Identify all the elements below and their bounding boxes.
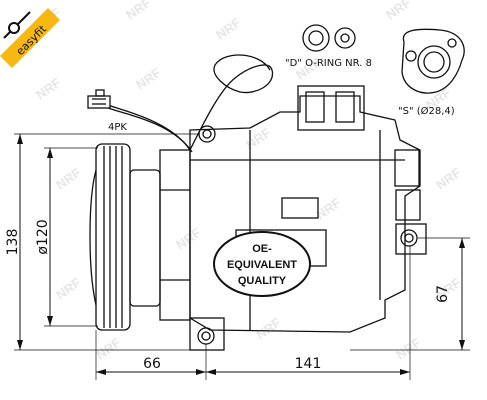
wrench-icon: [3, 11, 31, 39]
dim-pulley-offset-label: 66: [143, 356, 161, 372]
s-port-label: "S" (Ø28,4): [398, 105, 455, 117]
dim-mount-height-label: 67: [435, 285, 451, 303]
watermark-logo: NRF: [383, 0, 414, 22]
watermark-logo: NRF: [213, 15, 244, 43]
cable-connector: [87, 54, 274, 153]
watermark-logo: NRF: [133, 65, 164, 93]
dim-pulley-dia-label: ø120: [35, 219, 51, 254]
o-ring-part: [302, 24, 356, 52]
oe-line-1: OE-: [252, 243, 272, 255]
oe-quality-badge: OE- EQUIVALENT QUALITY: [213, 231, 311, 297]
pulley-outline: [95, 143, 131, 331]
watermark-logo: NRF: [53, 275, 84, 303]
o-ring-label: "D" O-RING NR. 8: [285, 58, 372, 69]
belt-label: 4PK: [108, 122, 127, 133]
watermark-logo: NRF: [253, 315, 284, 343]
watermark-logo: NRF: [33, 75, 64, 103]
oe-line-2: EQUIVALENT: [227, 259, 297, 271]
watermark-logo: NRF: [243, 125, 274, 153]
watermark-logo: NRF: [93, 335, 124, 363]
easyfit-badge-shape: [0, 8, 60, 68]
watermark-logo: NRF: [123, 0, 154, 22]
dimension-lines: [14, 133, 470, 380]
oe-line-3: QUALITY: [238, 275, 287, 287]
easyfit-badge: easyfit: [0, 8, 60, 68]
watermark-logo: NRF: [173, 225, 204, 253]
dim-height-label: 138: [5, 229, 21, 256]
compressor-body: [89, 85, 427, 351]
s-port-flange: [401, 28, 465, 94]
watermark-logo: NRF: [433, 165, 464, 193]
bottom-mount-hole: [197, 327, 215, 345]
dim-body-length-label: 141: [295, 356, 322, 372]
watermark-logo: NRF: [53, 165, 84, 193]
right-mount-hole: [400, 229, 418, 247]
oe-quality-ellipse: [213, 231, 311, 297]
upper-mount-hole: [198, 125, 216, 143]
watermark-logo: NRF: [393, 335, 424, 363]
